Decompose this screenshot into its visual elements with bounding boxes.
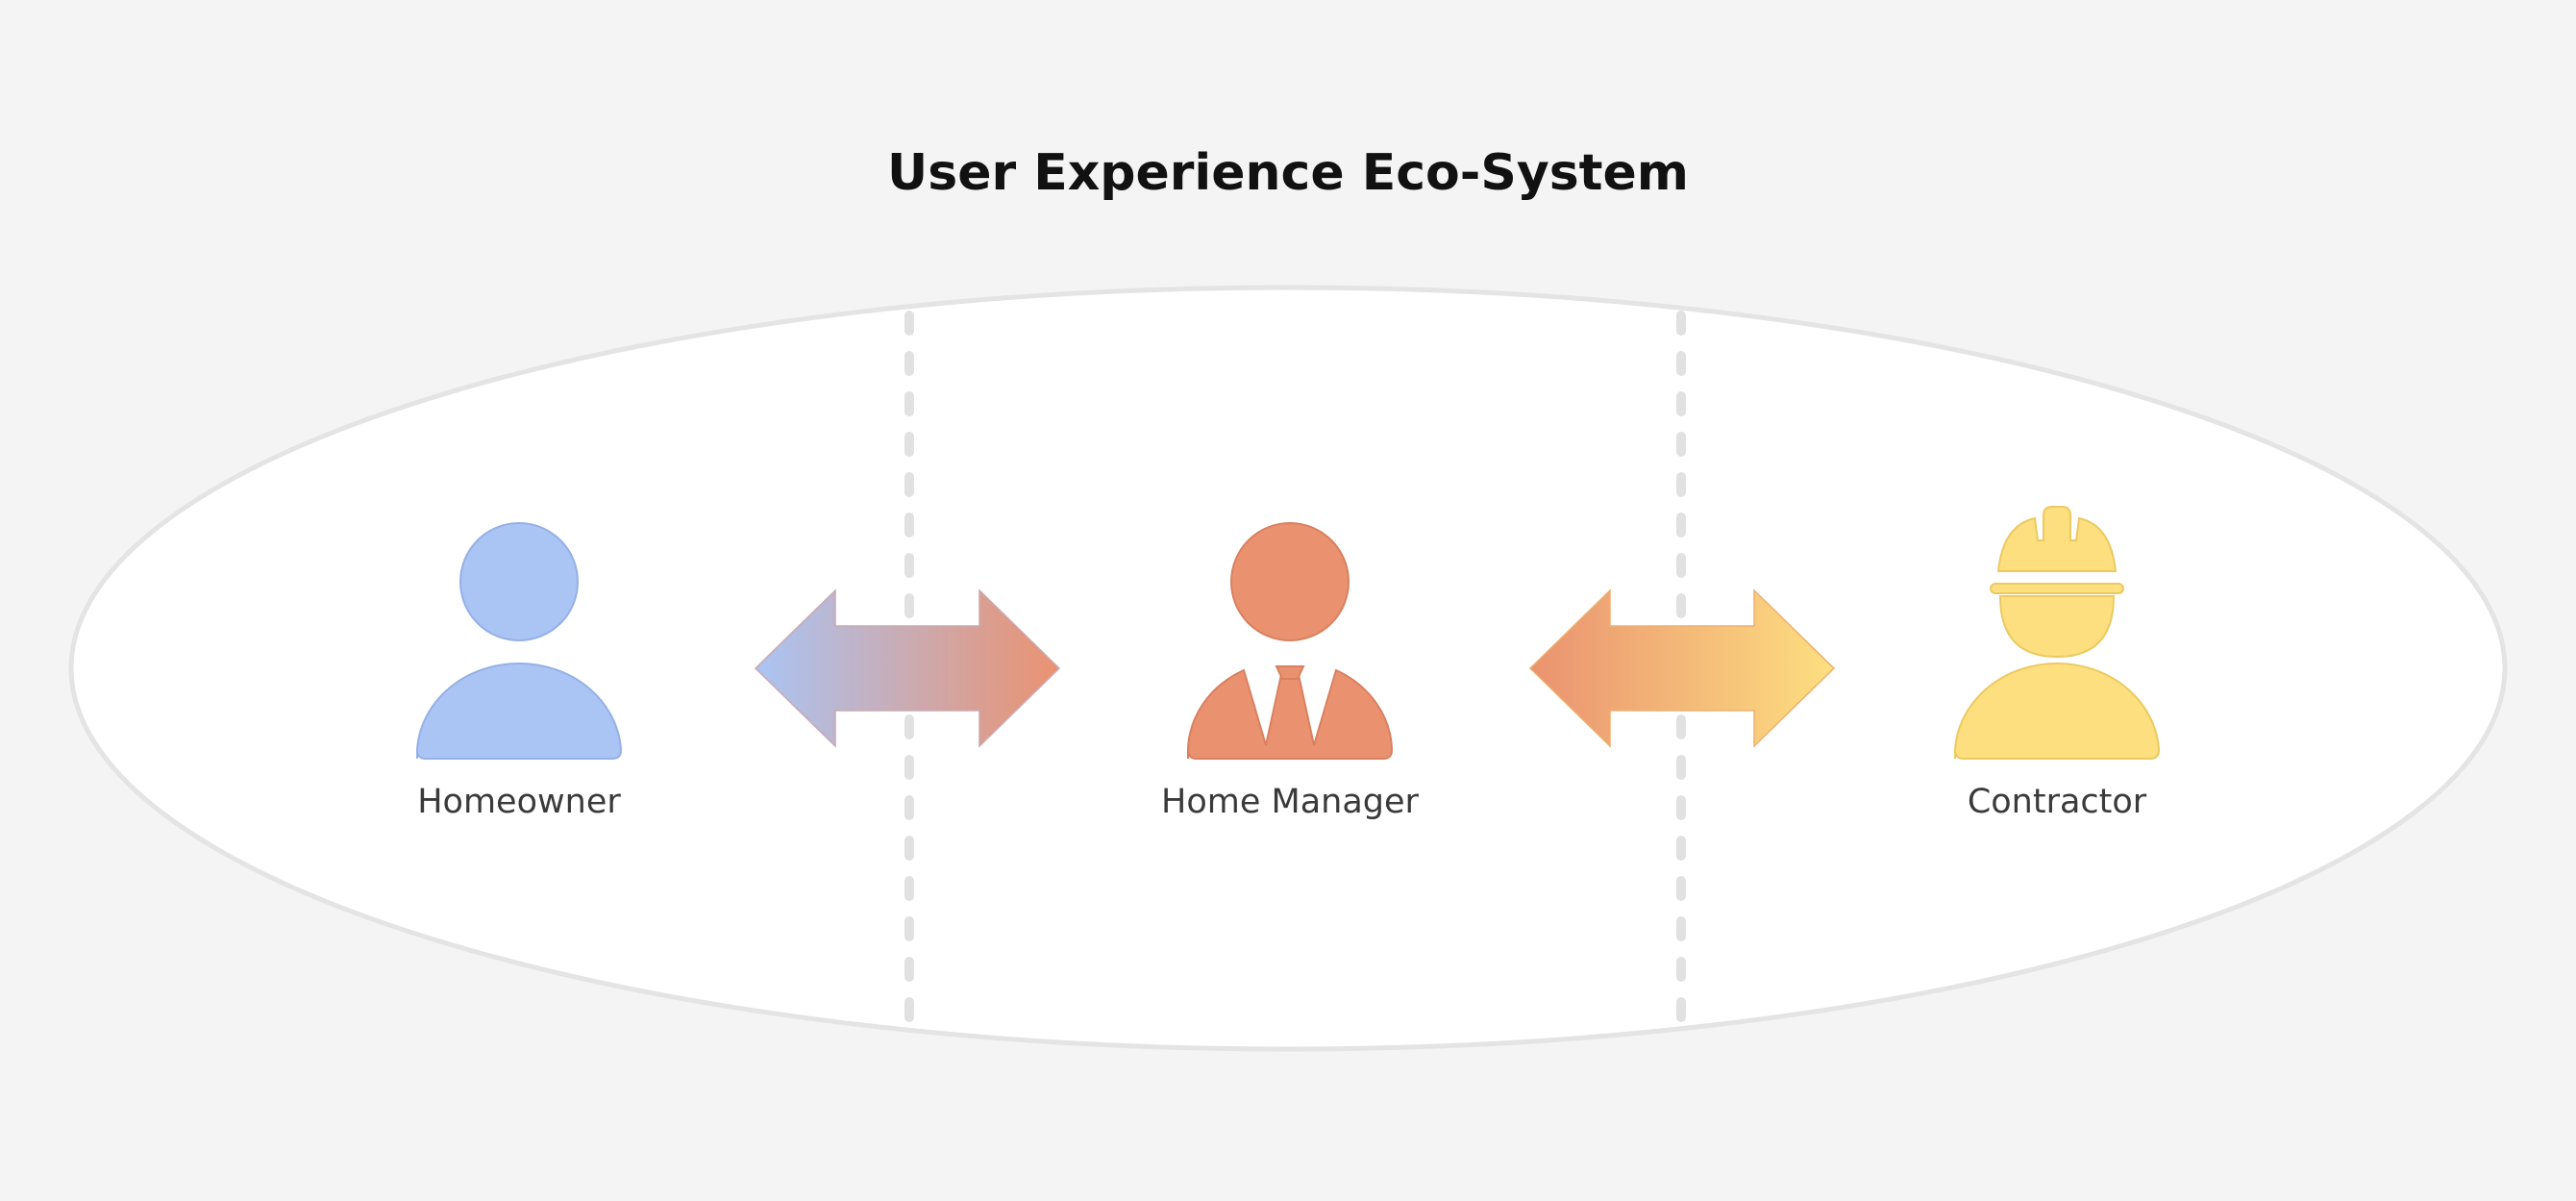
homeowner-label: Homeowner (417, 783, 621, 821)
arrow-manager-contractor (1528, 588, 1836, 748)
manager-tie-icon (1187, 522, 1394, 760)
home-manager-label: Home Manager (1161, 783, 1419, 821)
contractor-label: Contractor (1967, 783, 2147, 821)
arrow-homeowner-manager (754, 588, 1061, 748)
user-icon (416, 522, 623, 760)
hard-hat-worker-icon (1954, 506, 2161, 760)
diagram-title: User Experience Eco-System (887, 144, 1689, 202)
